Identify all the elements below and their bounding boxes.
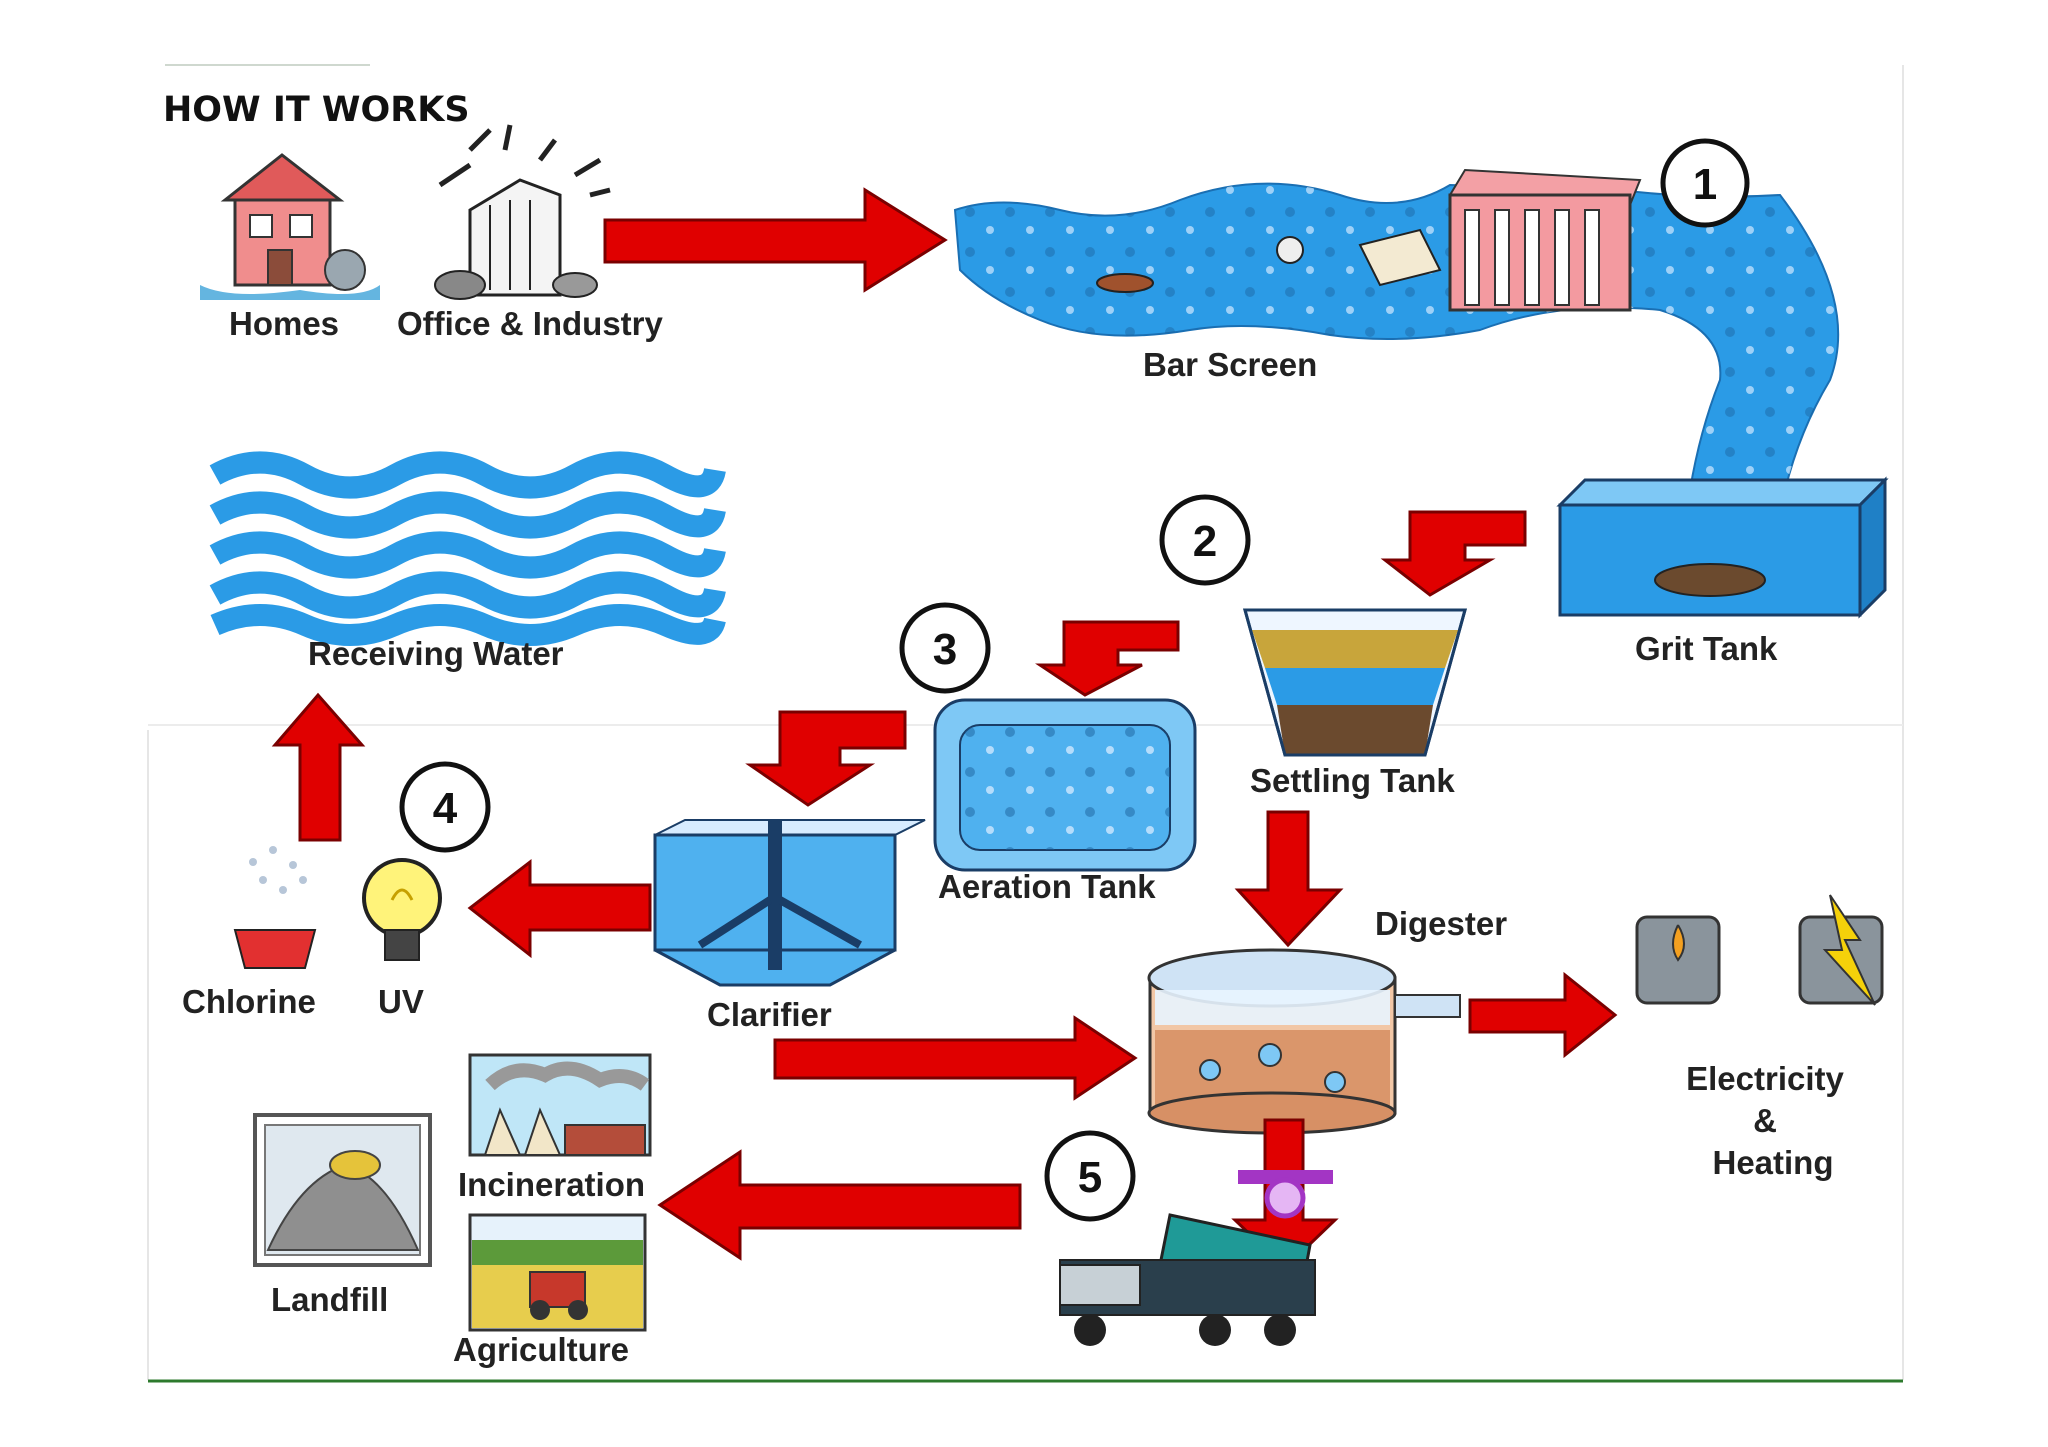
svg-text:4: 4 [433, 784, 458, 833]
arrow-to-bar-screen [603, 187, 948, 293]
homes-icon [200, 153, 380, 300]
clarifier-icon [653, 819, 926, 987]
energy-label-line2: & [1753, 1102, 1777, 1139]
svg-text:3: 3 [933, 625, 957, 674]
digester-icon [1147, 948, 1461, 1135]
aeration-tank-icon [933, 698, 1197, 872]
incineration-icon [468, 1053, 652, 1157]
chlorine-label: Chlorine [182, 983, 316, 1020]
arrow-settling-to-digester [1234, 810, 1344, 948]
chlorine-icon [233, 846, 317, 969]
settling-tank-label: Settling Tank [1250, 762, 1455, 799]
agriculture-label: Agriculture [453, 1331, 629, 1368]
arrow-to-disposal [657, 1149, 1022, 1261]
digester-label: Digester [1375, 905, 1507, 942]
arrow-to-receiving-water [271, 692, 366, 842]
svg-text:1: 1 [1693, 160, 1717, 209]
diagram-title: HOW IT WORKS [163, 90, 470, 130]
arrow-to-aeration-tank [1035, 620, 1180, 697]
clarifier-label: Clarifier [707, 996, 832, 1033]
landfill-icon [253, 1113, 432, 1267]
step-4-badge: 4 [399, 761, 491, 853]
arrow-to-energy [1468, 971, 1618, 1059]
arrow-to-uv [467, 858, 652, 959]
office-industry-label: Office & Industry [397, 305, 664, 342]
bar-screen-label: Bar Screen [1143, 346, 1317, 383]
receiving-water-icon [209, 451, 726, 646]
bar-screen-icon [1448, 168, 1642, 312]
valve-icon [1238, 1170, 1333, 1219]
landfill-label: Landfill [271, 1281, 388, 1318]
office-industry-icon [434, 124, 611, 300]
uv-bulb-icon [362, 858, 442, 961]
arrow-to-clarifier [745, 710, 907, 807]
agriculture-icon [468, 1213, 647, 1332]
dump-truck-icon [1059, 1213, 1316, 1346]
step-2-badge: 2 [1159, 494, 1251, 586]
energy-label-line1: Electricity [1686, 1060, 1844, 1097]
lightning-icon [1798, 894, 1884, 1006]
receiving-water-label: Receiving Water [308, 635, 564, 672]
aeration-tank-label: Aeration Tank [938, 868, 1156, 905]
settling-tank-icon [1243, 608, 1467, 757]
outlet-icon [1635, 915, 1721, 1005]
arrow-clarifier-to-digester [773, 1015, 1138, 1101]
uv-label: UV [378, 983, 424, 1020]
homes-label: Homes [229, 305, 339, 342]
step-5-badge: 5 [1044, 1130, 1136, 1222]
step-3-badge: 3 [899, 602, 991, 694]
step-1-badge: 1 [1660, 138, 1750, 228]
energy-label-line3: Heating [1712, 1144, 1833, 1181]
grit-tank-label: Grit Tank [1635, 630, 1778, 667]
svg-text:2: 2 [1193, 517, 1217, 566]
arrow-to-settling-tank [1380, 510, 1527, 597]
grit-tank-icon [1556, 476, 1889, 619]
bar-screen-channel [953, 182, 1840, 491]
svg-text:5: 5 [1078, 1153, 1102, 1202]
incineration-label: Incineration [458, 1166, 645, 1203]
